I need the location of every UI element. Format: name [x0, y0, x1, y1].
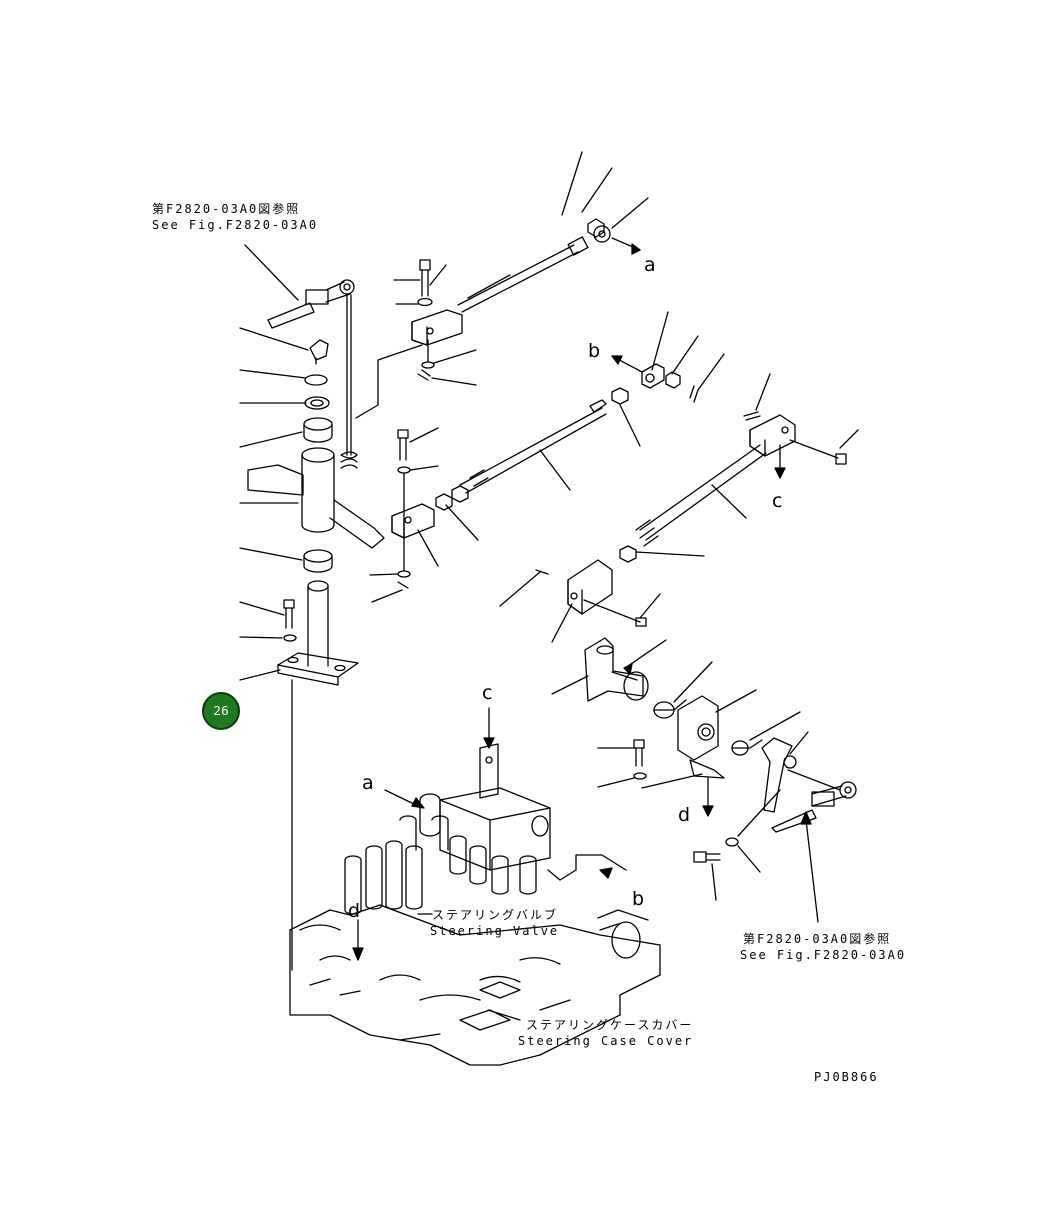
marker-a-top: a — [644, 254, 656, 276]
steering-valve-housing — [289, 707, 661, 1066]
drawing-code: PJ0B866 — [814, 1070, 879, 1084]
left-lever-end-assembly — [244, 244, 358, 469]
left-column-fittings — [247, 339, 385, 971]
upper-rod-a — [355, 151, 649, 419]
reference-top-left-jp: 第F2820-03A0図参照 — [152, 202, 301, 216]
reference-bottom-right-en: See Fig.F2820-03A0 — [740, 948, 907, 962]
marker-b-top: b — [588, 340, 601, 362]
marker-a-mid: a — [362, 772, 374, 794]
callout-badge[interactable]: 26 — [202, 692, 240, 730]
steering-valve-label-jp: ステアリングバルブ — [432, 908, 559, 922]
marker-b-bottom: b — [632, 888, 645, 910]
marker-d-bottom: d — [348, 900, 361, 922]
marker-c-mid: c — [482, 682, 493, 704]
middle-rod-b — [369, 311, 725, 603]
steering-case-cover-label-en: Steering Case Cover — [518, 1034, 694, 1048]
steering-case-cover-label-jp: ステアリングケースカバー — [526, 1018, 694, 1032]
bell-crank-assembly — [551, 637, 857, 923]
steering-valve-label-en: Steering Valve — [430, 924, 560, 938]
marker-d-right: d — [678, 804, 691, 826]
left-leader-lines — [239, 327, 309, 681]
reference-top-left-en: See Fig.F2820-03A0 — [152, 218, 319, 232]
lower-rod-c — [499, 373, 859, 643]
marker-c-right: c — [772, 490, 783, 512]
reference-bottom-right-jp: 第F2820-03A0図参照 — [743, 932, 892, 946]
